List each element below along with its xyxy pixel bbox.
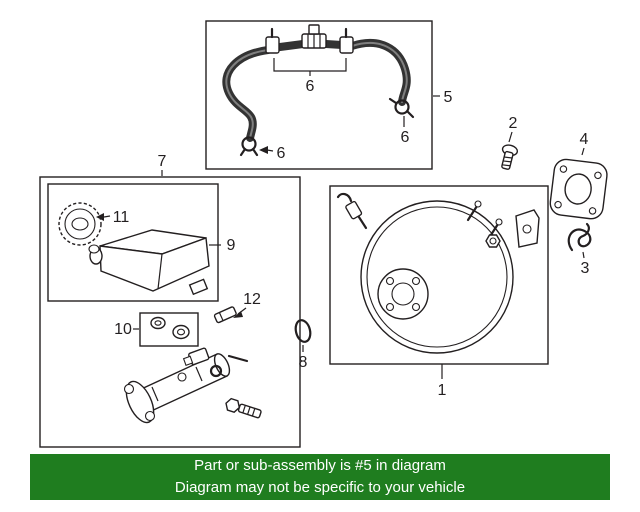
gasket	[549, 158, 608, 220]
leader-11	[103, 215, 111, 218]
banner-line-1: Part or sub-assembly is #5 in diagram	[194, 456, 446, 474]
grommet-sub-box	[139, 312, 199, 347]
callout-4: 4	[580, 131, 589, 148]
check-valve	[336, 192, 368, 230]
callout-12: 12	[243, 291, 261, 308]
banner-line-2: Diagram may not be specific to your vehi…	[174, 479, 466, 496]
callout-5: 5	[444, 89, 453, 106]
mounting-bolt	[225, 397, 262, 419]
hose-tee-fitting	[301, 24, 327, 49]
callout-11: 11	[113, 209, 130, 226]
brake-booster	[336, 192, 514, 354]
nut	[485, 234, 501, 248]
arrowhead-6-left	[259, 146, 268, 154]
vacuum-hose-assembly	[222, 24, 415, 157]
stud	[227, 354, 249, 363]
reservoir-tank	[88, 229, 210, 296]
callout-9: 9	[227, 237, 236, 254]
callout-1: 1	[438, 382, 447, 399]
hose-clamp-bottom-right	[388, 97, 415, 119]
callout-8: 8	[299, 354, 308, 371]
fluid-sensor	[182, 347, 210, 366]
leader-4	[581, 147, 585, 156]
mounting-studs	[466, 200, 503, 240]
seal-ring	[209, 364, 223, 378]
reservoir-cap	[58, 202, 102, 246]
callout-6-top: 6	[306, 78, 315, 95]
callout-6-left: 6	[277, 145, 286, 162]
master-cylinder	[123, 347, 262, 424]
arrowhead-12	[233, 311, 243, 318]
hose-connector-left	[265, 27, 280, 54]
grommets	[150, 316, 190, 340]
callout-2: 2	[509, 115, 518, 132]
notice-banner: Part or sub-assembly is #5 in diagram Di…	[30, 454, 610, 500]
o-ring	[294, 319, 312, 343]
callout-10: 10	[114, 321, 132, 338]
screw	[501, 144, 519, 170]
callout-7: 7	[158, 153, 167, 170]
leader-3	[582, 251, 585, 259]
arrowhead-11	[96, 213, 104, 221]
wire-clip	[567, 222, 592, 252]
leader-2	[508, 131, 513, 143]
callout-3: 3	[581, 260, 590, 277]
retaining-clip	[213, 306, 237, 324]
leader-6-left	[266, 149, 274, 152]
hose-clamp-bottom-left	[239, 136, 259, 157]
mounting-bracket	[515, 209, 540, 248]
hose-connector-right	[339, 27, 354, 54]
callout-6-right: 6	[401, 129, 410, 146]
